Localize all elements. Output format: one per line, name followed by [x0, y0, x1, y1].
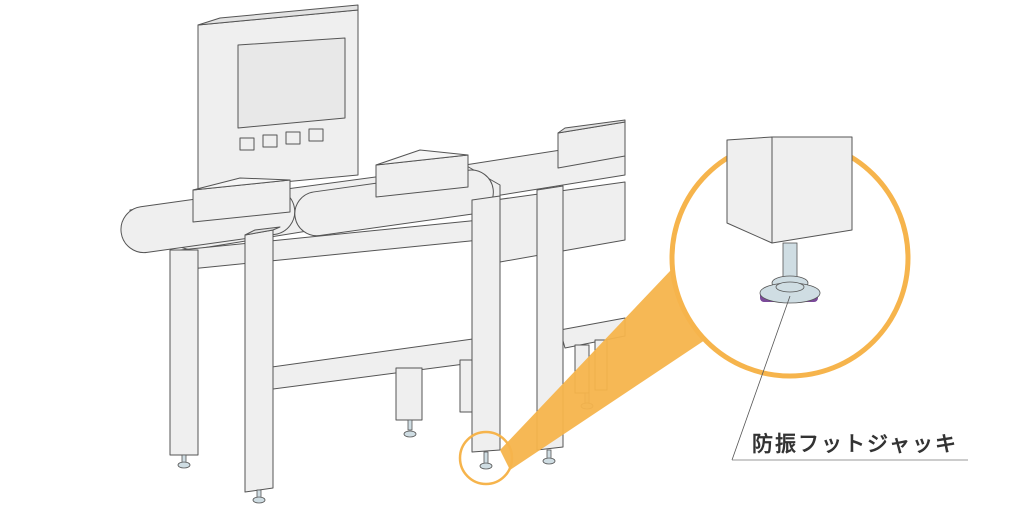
display-terminal — [197, 4, 359, 191]
zoom-callout — [458, 136, 968, 486]
callout-small-circle — [458, 430, 514, 486]
callout-cone — [500, 250, 720, 470]
leader-line — [731, 295, 791, 461]
legs — [169, 185, 594, 504]
foot-jack-label: 防振フットジャッキ — [752, 432, 958, 456]
foot-jack-closeup — [726, 136, 853, 304]
packages — [192, 149, 469, 223]
